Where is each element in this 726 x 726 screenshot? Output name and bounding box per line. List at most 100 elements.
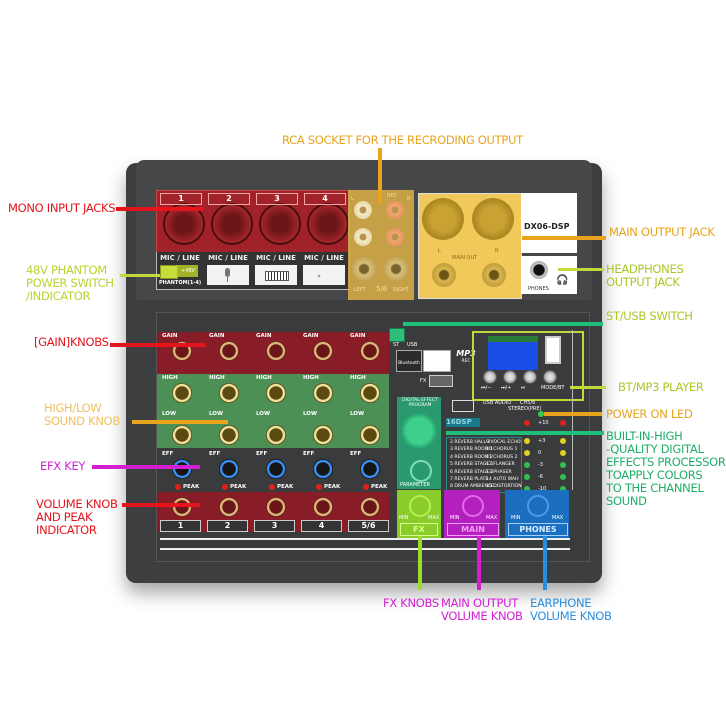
rca-right-jack-label: RIGHT: [393, 287, 409, 293]
gain-label: GAIN: [209, 333, 225, 339]
st-usb-callout: ST/USB SWITCH: [606, 309, 693, 323]
main-out-jack-left[interactable]: [432, 263, 456, 287]
input-channel-number: 3: [256, 193, 298, 205]
player-button[interactable]: [543, 370, 557, 384]
earphone-callout: EARPHONE VOLUME KNOB: [530, 596, 612, 623]
eff-knob[interactable]: [313, 459, 333, 479]
usb-port[interactable]: [545, 336, 561, 364]
low-label: LOW: [162, 411, 177, 417]
fx-switch[interactable]: [429, 375, 453, 387]
guitar-icon: 𝆹: [317, 267, 322, 282]
gain-knob[interactable]: [313, 341, 333, 361]
volume-knob[interactable]: [172, 497, 192, 517]
rca-socket-l1[interactable]: [354, 201, 372, 219]
eff-knob[interactable]: [266, 459, 286, 479]
gain-callout-line: [110, 343, 206, 347]
low-eq-knob[interactable]: [172, 425, 192, 445]
high-label: HIGH: [209, 375, 225, 381]
channel-number: 1: [160, 520, 201, 532]
input-channel-number: 1: [160, 193, 202, 205]
mono-input-callout-line: [116, 207, 204, 211]
eff-knob[interactable]: [219, 459, 239, 479]
gain-knob[interactable]: [266, 341, 286, 361]
eff-knob[interactable]: [172, 459, 192, 479]
low-label: LOW: [303, 411, 318, 417]
high-eq-knob[interactable]: [266, 383, 286, 403]
high-label: HIGH: [256, 375, 272, 381]
player-button[interactable]: [483, 370, 497, 384]
level-meter-label: -6: [538, 474, 543, 480]
channel-number: 4: [301, 520, 342, 532]
power-led-callout-line: [544, 412, 602, 416]
volume-knob[interactable]: [219, 497, 239, 517]
low-eq-knob[interactable]: [219, 425, 239, 445]
effect-program-knob[interactable]: [401, 413, 437, 449]
volume-knob[interactable]: [266, 497, 286, 517]
low-eq-knob[interactable]: [360, 425, 380, 445]
phantom-callout-line: [120, 274, 160, 277]
ch56-label: CH5/6: [520, 400, 536, 406]
power-led: [538, 411, 544, 417]
main-out-jack-right[interactable]: [482, 263, 506, 287]
level-meter-label: +10: [538, 420, 549, 426]
peak-label: PEAK: [324, 484, 341, 490]
headphone-jack[interactable]: [530, 261, 548, 279]
player-button[interactable]: [503, 370, 517, 384]
microphone-icon: [225, 268, 230, 277]
usb-label: USB: [407, 342, 418, 348]
gain-knob[interactable]: [219, 341, 239, 361]
xlr-jack-3[interactable]: [259, 203, 301, 245]
rca-callout: RCA SOCKET FOR THE RECRODING OUTPUT: [282, 133, 523, 147]
volume-knob[interactable]: [313, 497, 333, 517]
level-meter-label: +3: [538, 438, 546, 444]
dsp-callout-line: [446, 431, 604, 435]
parameter-knob[interactable]: [410, 460, 432, 482]
peak-label: PEAK: [277, 484, 294, 490]
xlr-jack-4[interactable]: [307, 203, 349, 245]
rca-socket-r2[interactable]: [386, 228, 404, 246]
bt-mp3-callout: BT/MP3 PLAYER: [618, 380, 704, 394]
eff-label: EFF: [209, 451, 221, 457]
player-button[interactable]: [523, 370, 537, 384]
low-label: LOW: [350, 411, 365, 417]
dsp-badge: 16DSP: [446, 418, 480, 427]
phones-section-label: PHONES: [508, 523, 568, 536]
rca-r-label: R: [407, 196, 411, 202]
bt-mp3-callout-line: [570, 386, 606, 389]
volume-callout-line: [122, 503, 200, 507]
peak-led: [222, 484, 228, 490]
usb-drive-icon: [423, 350, 451, 372]
high-eq-knob[interactable]: [360, 383, 380, 403]
main-volume-knob[interactable]: [462, 495, 484, 517]
lcd-display: [488, 336, 538, 370]
rca-socket-l2[interactable]: [354, 228, 372, 246]
high-eq-knob[interactable]: [313, 383, 333, 403]
main-out-l-label: L: [438, 248, 441, 254]
level-meter-led: [560, 474, 566, 480]
xlr-jack-2[interactable]: [211, 203, 253, 245]
eff-knob[interactable]: [360, 459, 380, 479]
line-jack-left[interactable]: [352, 257, 376, 281]
rca-socket-r1[interactable]: [386, 201, 404, 219]
main-volume-callout-line: [477, 536, 481, 590]
xlr-main-out-right[interactable]: [472, 198, 514, 240]
phones-max: MAX: [552, 515, 564, 521]
fx-switch-label: FX: [420, 378, 427, 384]
usb-laptop-icon: [452, 400, 474, 412]
mic-line-label-3: MIC / LINE: [256, 254, 296, 262]
headphones-callout: HEADPHONES OUTPUT JACK: [606, 262, 684, 289]
low-eq-knob[interactable]: [266, 425, 286, 445]
phones-volume-knob[interactable]: [527, 495, 549, 517]
phones-jack-label: PHONES: [528, 286, 549, 292]
low-eq-knob[interactable]: [313, 425, 333, 445]
xlr-main-out-left[interactable]: [422, 198, 464, 240]
high-eq-knob[interactable]: [219, 383, 239, 403]
st-usb-switch[interactable]: [389, 328, 405, 342]
high-eq-knob[interactable]: [172, 383, 192, 403]
gain-knob[interactable]: [360, 341, 380, 361]
line-jack-right[interactable]: [384, 257, 408, 281]
fx-knob[interactable]: [409, 495, 431, 517]
volume-knob[interactable]: [360, 497, 380, 517]
player-button-label: MODE/BT: [541, 385, 565, 391]
